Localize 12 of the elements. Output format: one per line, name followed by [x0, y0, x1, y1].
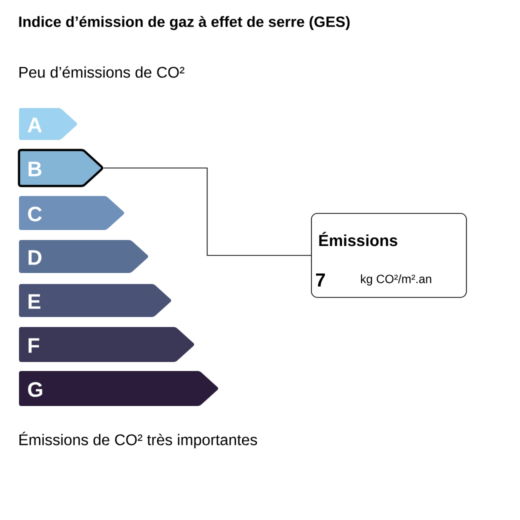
emissions-box: Émissions 7 kg CO²/m².an: [311, 213, 467, 298]
connector-line: [103, 168, 312, 256]
rating-tag: E: [19, 284, 172, 317]
rating-tag: B: [18, 148, 104, 188]
rating-tag: D: [19, 240, 148, 273]
rating-tag: C: [19, 196, 124, 230]
scale-label: Peu d’émissions de CO²: [19, 66, 184, 78]
title: Indice d’émission de gaz à effet de serre (GES): [19, 16, 350, 30]
rating-tag: G: [19, 371, 218, 406]
rating-tag: A: [19, 108, 78, 140]
scale-label: Émissions de CO² très importantes: [19, 432, 258, 448]
rating-tag: F: [19, 327, 194, 362]
